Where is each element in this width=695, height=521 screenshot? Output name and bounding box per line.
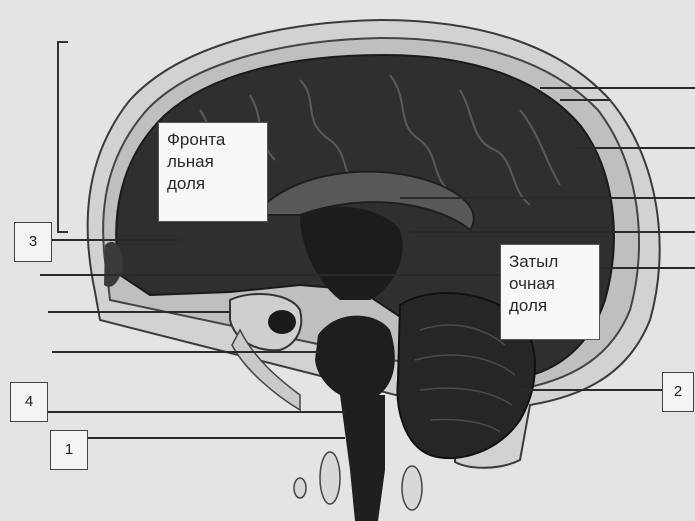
frontal-lobe-label: Фронта льная доля [158, 122, 268, 222]
marker-1: 1 [50, 430, 88, 470]
marker-2: 2 [662, 372, 694, 412]
marker-3: 3 [14, 222, 52, 262]
marker-4: 4 [10, 382, 48, 422]
occipital-label-line-3: доля [509, 295, 591, 317]
frontal-label-line-1: Фронта [167, 129, 259, 151]
occipital-label-line-2: очная [509, 273, 591, 295]
brainstem [340, 395, 385, 521]
pons [315, 316, 395, 401]
occipital-lobe-label: Затыл очная доля [500, 244, 600, 340]
occipital-label-line-1: Затыл [509, 251, 591, 273]
bracket [58, 42, 68, 232]
frontal-label-line-2: льная [167, 151, 259, 173]
frontal-label-line-3: доля [167, 173, 259, 195]
pituitary [268, 310, 296, 334]
